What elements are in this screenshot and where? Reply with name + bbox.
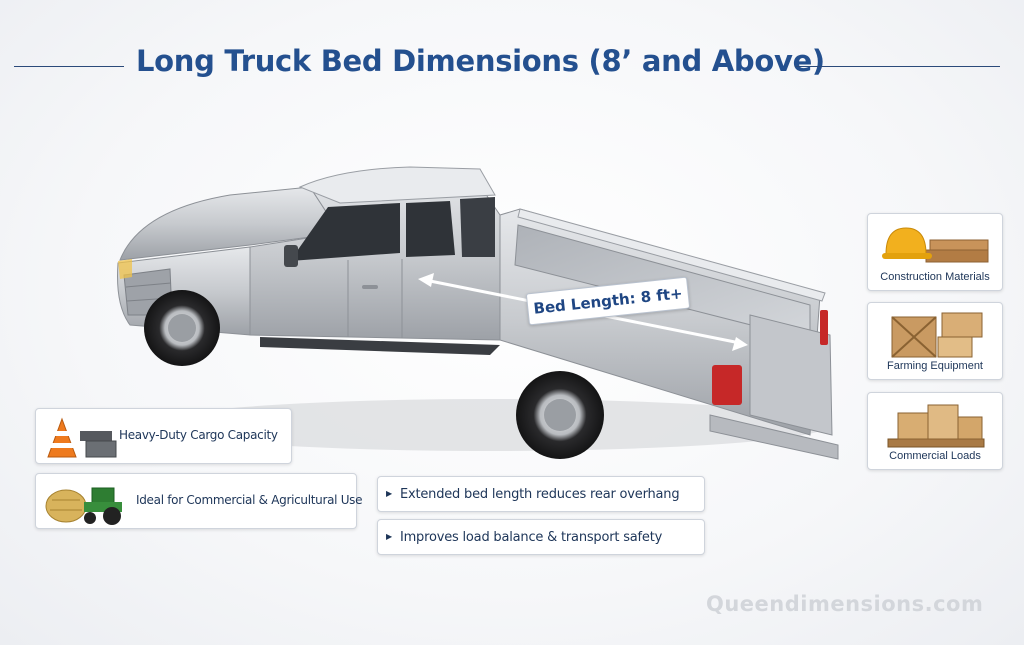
feature-card-commercial-agri: Ideal for Commercial & Agricultural Use — [35, 473, 363, 529]
benefit-item: ▶ Extended bed length reduces rear overha… — [386, 487, 680, 502]
cone-steel-beam-icon — [47, 417, 117, 458]
tractor-hay-bale-icon — [45, 487, 122, 525]
title-row: Long Truck Bed Dimensions (8’ and Above) — [0, 40, 1024, 90]
benefit-card-overhang: ▶ Extended bed length reduces rear overha… — [377, 476, 705, 512]
bullet-triangle-icon: ▶ — [386, 489, 392, 498]
benefit-label: Extended bed length reduces rear overhan… — [399, 487, 680, 502]
use-case-card-farming: Farming Equipment — [867, 302, 1003, 380]
wooden-crates-icon — [891, 312, 983, 358]
use-case-card-commercial: Commercial Loads — [867, 392, 1003, 470]
use-case-label: Commercial Loads — [889, 450, 981, 462]
use-case-card-construction: Construction Materials — [867, 213, 1003, 291]
benefit-card-balance: ▶ Improves load balance & transport safet… — [377, 519, 705, 555]
feature-label: Ideal for Commercial & Agricultural Use — [136, 493, 363, 507]
bullet-triangle-icon: ▶ — [386, 532, 392, 541]
use-case-label: Construction Materials — [880, 271, 990, 283]
use-case-label: Farming Equipment — [887, 360, 983, 372]
benefit-item: ▶ Improves load balance & transport safet… — [386, 530, 662, 545]
title-rule-left — [14, 66, 124, 67]
page-title: Long Truck Bed Dimensions (8’ and Above) — [136, 44, 825, 78]
benefit-label: Improves load balance & transport safety — [399, 530, 663, 545]
hard-hat-lumber-icon — [882, 227, 989, 263]
feature-label: Heavy-Duty Cargo Capacity — [119, 428, 278, 442]
pallet-boxes-icon — [887, 404, 985, 448]
watermark: Queendimensions.com — [706, 592, 984, 616]
feature-card-heavy-duty: Heavy-Duty Cargo Capacity — [35, 408, 292, 464]
title-rule-right — [795, 66, 1000, 67]
